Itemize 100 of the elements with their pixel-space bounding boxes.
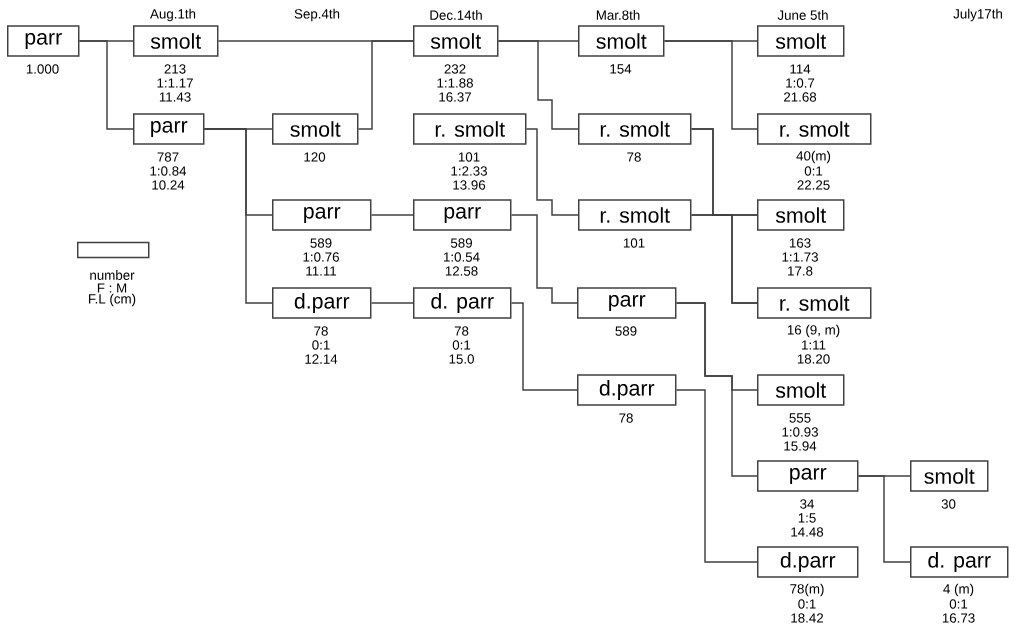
data-value: 11.11 [306, 266, 337, 276]
data-value: 0:1 [452, 340, 471, 350]
stage-box: smolt [272, 113, 359, 145]
data-value: 10.24 [152, 180, 185, 190]
sample-box [77, 241, 150, 259]
data-value: 14.48 [791, 527, 824, 537]
data-value: 232 [444, 64, 466, 74]
stage-box: smolt [757, 199, 845, 231]
data-value: 4 (m) [943, 583, 974, 597]
connector-line [690, 214, 758, 304]
connector-line [510, 302, 578, 391]
legend-text: F : M [97, 283, 127, 293]
connector-line [525, 128, 579, 216]
data-value: 1:0.93 [782, 427, 818, 437]
stage-box: parr [413, 199, 512, 231]
connector-line [370, 302, 414, 304]
connector-line [857, 475, 911, 563]
stage-box: smolt [133, 25, 219, 57]
data-value: 101 [458, 152, 480, 162]
connector-line [497, 40, 579, 130]
data-value: 589 [450, 238, 472, 248]
data-value: 1:0.76 [303, 252, 339, 262]
data-value: 1:0.54 [444, 252, 480, 262]
data-value: 78 [454, 326, 469, 336]
stage-box: d.parr [272, 287, 372, 319]
stage-box: r. smolt [757, 113, 872, 145]
stage-box: smolt [757, 25, 845, 57]
data-value: 16.73 [942, 613, 975, 623]
data-value: 1:2.33 [451, 166, 487, 176]
data-value: 40(m) [796, 150, 831, 164]
data-value: 13.96 [453, 180, 486, 190]
data-value: 34 [800, 499, 815, 509]
stage-box: parr [7, 25, 80, 57]
stage-box: parr [757, 460, 859, 492]
stage-box: r. smolt [757, 287, 872, 319]
data-value: 22.25 [797, 180, 830, 190]
data-value: 0:1 [312, 340, 330, 350]
connector-line [370, 214, 414, 216]
data-value: 21.68 [784, 92, 817, 102]
data-value: 101 [623, 238, 645, 248]
data-value: 589 [310, 238, 332, 248]
data-value: 15.0 [449, 354, 474, 364]
data-value: 0:1 [804, 166, 823, 176]
legend-text: F.L (cm) [89, 293, 136, 307]
data-value: 11.43 [159, 92, 191, 102]
data-value: 213 [164, 64, 186, 74]
connector-line [203, 128, 273, 304]
data-value: 1:1.17 [157, 78, 193, 88]
date-label: Sep.4th [294, 8, 340, 22]
data-value: 1:1.73 [782, 252, 818, 262]
data-value: 18.20 [797, 354, 830, 364]
connector-line [78, 40, 134, 130]
stage-box: parr [577, 287, 677, 319]
stage-box: d. parr [413, 287, 512, 319]
data-value: 120 [304, 152, 326, 162]
data-value: 1:0.7 [786, 78, 815, 88]
stage-box: smolt [910, 460, 989, 492]
data-value: 555 [789, 413, 811, 423]
data-value: 17.8 [788, 266, 813, 276]
stage-box: parr [272, 199, 372, 231]
date-label: July17th [953, 8, 1002, 22]
data-value: 16 (9, m) [787, 324, 840, 338]
stage-box: parr [133, 113, 205, 145]
connector-line [663, 40, 758, 130]
data-value: 1:1.88 [437, 78, 473, 88]
data-value: 18.42 [791, 613, 824, 623]
stage-box: r. smolt [578, 199, 692, 231]
data-value: 0:1 [949, 599, 968, 609]
data-value: 154 [610, 64, 632, 74]
stage-box: smolt [413, 25, 499, 57]
data-value: 15.94 [784, 441, 817, 451]
stage-box: smolt [757, 374, 845, 406]
legend-text: number [90, 270, 135, 280]
connector-line [675, 302, 758, 477]
data-value: 114 [790, 64, 811, 74]
data-value: 1:0.84 [150, 166, 187, 176]
data-value: 78(m) [790, 583, 824, 597]
data-value: 787 [157, 152, 179, 162]
stage-box: d.parr [757, 546, 859, 578]
data-value: 78 [314, 326, 328, 336]
data-value: 1:11 [802, 340, 826, 350]
stage-box: r. smolt [413, 113, 527, 145]
data-value: 30 [941, 499, 956, 509]
stage-box: d.parr [577, 374, 677, 406]
stage-box: d. parr [910, 546, 1009, 578]
data-value: 78 [619, 413, 633, 423]
connector-line [675, 389, 758, 563]
data-value: 163 [789, 238, 811, 248]
data-value: 1.000 [26, 64, 59, 74]
connector-line [357, 40, 414, 130]
data-value: 16.37 [439, 92, 472, 102]
data-value: 12.58 [445, 266, 478, 276]
data-value: 78 [627, 152, 641, 162]
data-value: 1:5 [798, 513, 816, 523]
data-value: 12.14 [305, 354, 338, 364]
connector-line [510, 214, 578, 304]
stage-box: r. smolt [578, 113, 692, 145]
stage-box: smolt [578, 25, 665, 57]
data-value: 589 [615, 326, 637, 336]
data-value: 0:1 [798, 599, 816, 609]
